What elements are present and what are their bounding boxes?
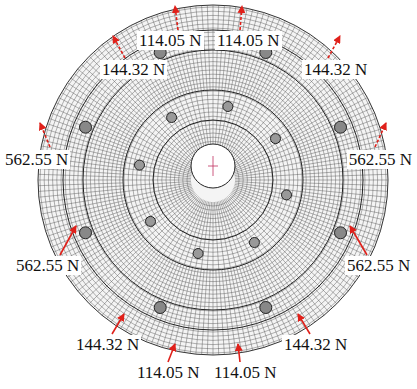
force-arrow — [298, 314, 310, 334]
fem-mesh — [38, 5, 388, 355]
force-arrow — [113, 36, 125, 58]
bolt-hole — [282, 190, 292, 200]
force-label: 562.55 N — [14, 256, 81, 275]
mesh-partition — [153, 120, 273, 240]
bolt-hole — [249, 238, 259, 248]
force-arrow — [40, 123, 50, 147]
force-label: 114.05 N — [212, 363, 279, 382]
bolt-hole — [335, 227, 347, 239]
force-label: 114.05 N — [215, 31, 282, 50]
disk-outline — [38, 5, 388, 355]
force-label: 562.55 N — [345, 256, 412, 275]
bolt-hole — [223, 102, 233, 112]
bolt-hole — [271, 134, 281, 144]
center-mark — [208, 156, 218, 176]
force-arrow — [112, 314, 124, 334]
mesh-partition — [83, 50, 343, 310]
force-label: 114.05 N — [135, 363, 202, 382]
bolt-hole — [80, 227, 92, 239]
bolt-hole — [193, 249, 203, 259]
force-arrows — [40, 6, 386, 362]
bolt-hole — [146, 216, 156, 226]
bolt-hole — [335, 121, 347, 133]
force-arrow — [328, 36, 340, 58]
force-label: 144.32 N — [302, 60, 369, 79]
bolt-hole — [154, 302, 166, 314]
force-label: 144.32 N — [100, 60, 167, 79]
force-label: 144.32 N — [74, 335, 141, 354]
force-arrow — [238, 344, 240, 362]
force-label: 144.32 N — [282, 335, 349, 354]
force-arrow — [60, 226, 76, 255]
force-label: 114.05 N — [137, 31, 204, 50]
bolt-hole — [135, 160, 145, 170]
bolt-hole — [167, 113, 177, 123]
bolt-hole — [260, 302, 272, 314]
mesh-radial — [38, 5, 388, 355]
force-arrow — [375, 123, 386, 147]
force-arrow — [240, 6, 242, 30]
force-arrow — [168, 344, 175, 362]
mesh-partition — [123, 90, 303, 270]
force-label: 562.55 N — [3, 150, 70, 169]
force-arrow — [175, 6, 178, 30]
center-hole — [191, 144, 235, 188]
force-arrow — [350, 226, 367, 255]
force-label: 562.55 N — [347, 150, 414, 169]
bolt-hole — [80, 121, 92, 133]
